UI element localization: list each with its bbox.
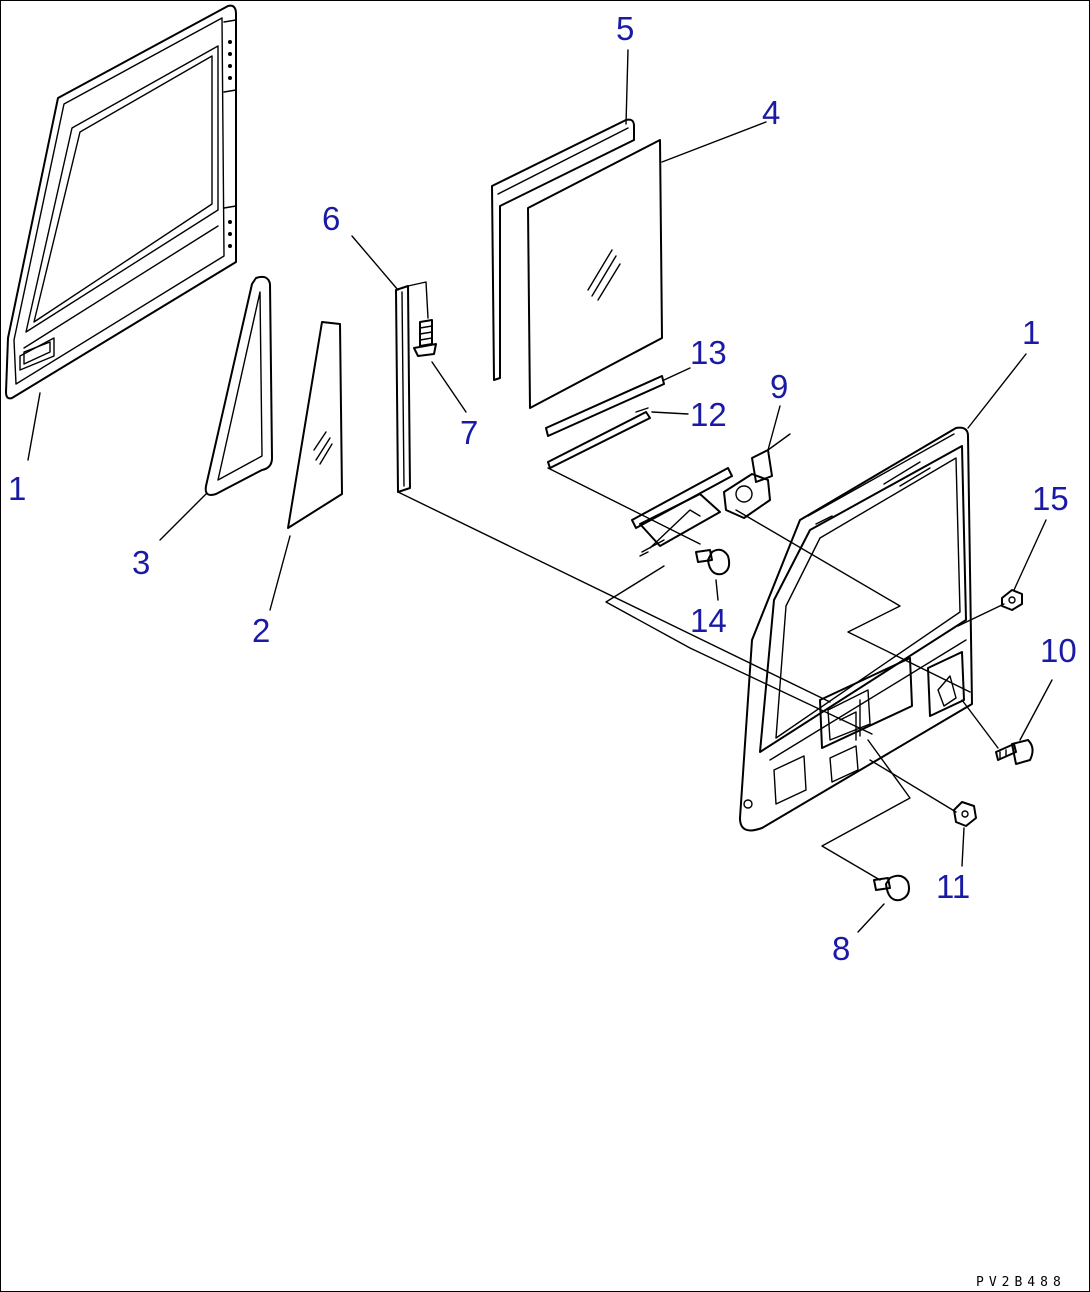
part-label-1-left: 1 — [8, 470, 26, 507]
leader-5 — [625, 49, 629, 125]
screw-7 — [413, 319, 437, 357]
part-label-3: 3 — [132, 544, 150, 581]
leader-15 — [1013, 519, 1047, 591]
part-label-14: 14 — [690, 602, 727, 639]
hinge-holes-lower — [228, 220, 232, 248]
triangle-glass — [287, 321, 343, 529]
part-label-2: 2 — [252, 612, 270, 649]
part-label-1-right: 1 — [1022, 314, 1040, 351]
weatherstrip-triangle — [204, 275, 273, 496]
glass-seal — [491, 118, 635, 381]
door-assembly-right — [739, 426, 973, 832]
leader-2 — [269, 535, 291, 611]
part-label-9: 9 — [770, 368, 788, 405]
hinge-holes-upper — [228, 40, 232, 80]
glass-run-channel — [395, 281, 429, 493]
part-label-8: 8 — [832, 930, 850, 967]
leader-11 — [961, 827, 965, 867]
leader-10 — [1019, 679, 1053, 741]
leader-6 — [351, 235, 399, 291]
bolt-8 — [873, 874, 910, 902]
bolt-14 — [695, 548, 731, 576]
part-label-5: 5 — [616, 10, 634, 47]
drawing-code: PV2B488 — [976, 1275, 1066, 1290]
leader-9 — [767, 405, 781, 451]
part-label-4: 4 — [762, 94, 780, 131]
sliding-glass — [527, 139, 663, 409]
part-label-6: 6 — [322, 200, 340, 237]
leader-7 — [431, 361, 467, 413]
leader-3 — [159, 493, 207, 541]
leader-4 — [661, 121, 767, 163]
leader-1-right — [967, 353, 1027, 429]
part-label-12: 12 — [690, 396, 727, 433]
window-regulator — [631, 433, 791, 557]
part-label-7: 7 — [460, 414, 478, 451]
bolt-10 — [995, 739, 1034, 765]
assembly-lines — [397, 467, 1005, 881]
part-label-11: 11 — [936, 868, 970, 905]
part-label-13: 13 — [690, 334, 727, 371]
glass-channel-12 — [547, 407, 651, 469]
door-frame-left — [5, 4, 237, 400]
part-label-15: 15 — [1032, 480, 1069, 517]
leader-14 — [715, 579, 719, 601]
leader-13 — [663, 367, 691, 381]
leader-8 — [857, 903, 885, 933]
part-label-10: 10 — [1040, 632, 1077, 669]
nut-15 — [1001, 589, 1023, 611]
leader-1-left — [27, 392, 41, 461]
leader-12 — [651, 411, 689, 415]
nut-11 — [953, 801, 977, 827]
glass-channel-13 — [545, 375, 665, 437]
